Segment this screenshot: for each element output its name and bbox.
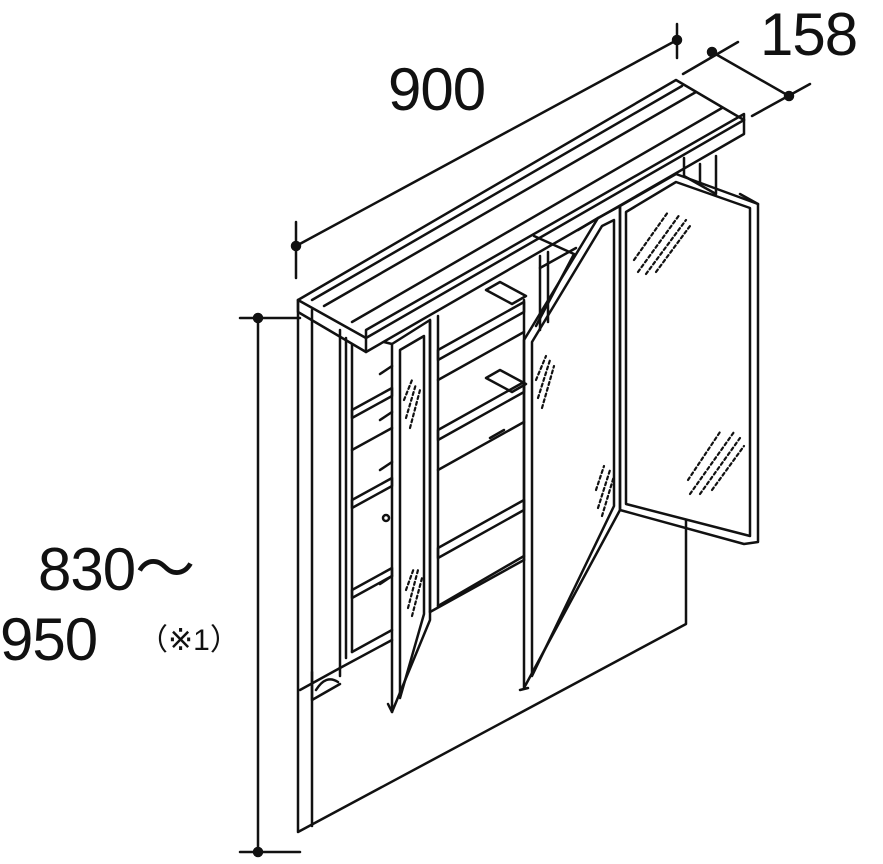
depth-dimension-line: [681, 40, 812, 118]
right-interior: [538, 154, 718, 332]
left-door: [382, 318, 432, 714]
height-range-label: 830〜: [38, 536, 195, 603]
depth-dimension-label: 158: [760, 1, 858, 68]
left-interior: [338, 328, 394, 670]
back-panel: [296, 298, 688, 834]
height-dimension-line: [238, 312, 302, 858]
width-dimension-line: [290, 22, 683, 280]
width-dimension-label: 900: [388, 56, 486, 123]
center-door: [518, 204, 622, 692]
height-max-label: 950: [0, 606, 98, 673]
center-interior: [428, 280, 528, 614]
right-door: [618, 172, 760, 546]
height-footnote-label: （※1）: [138, 624, 240, 657]
mirror-reflection-marks: [402, 210, 746, 618]
top-light-cornice: [296, 78, 746, 354]
